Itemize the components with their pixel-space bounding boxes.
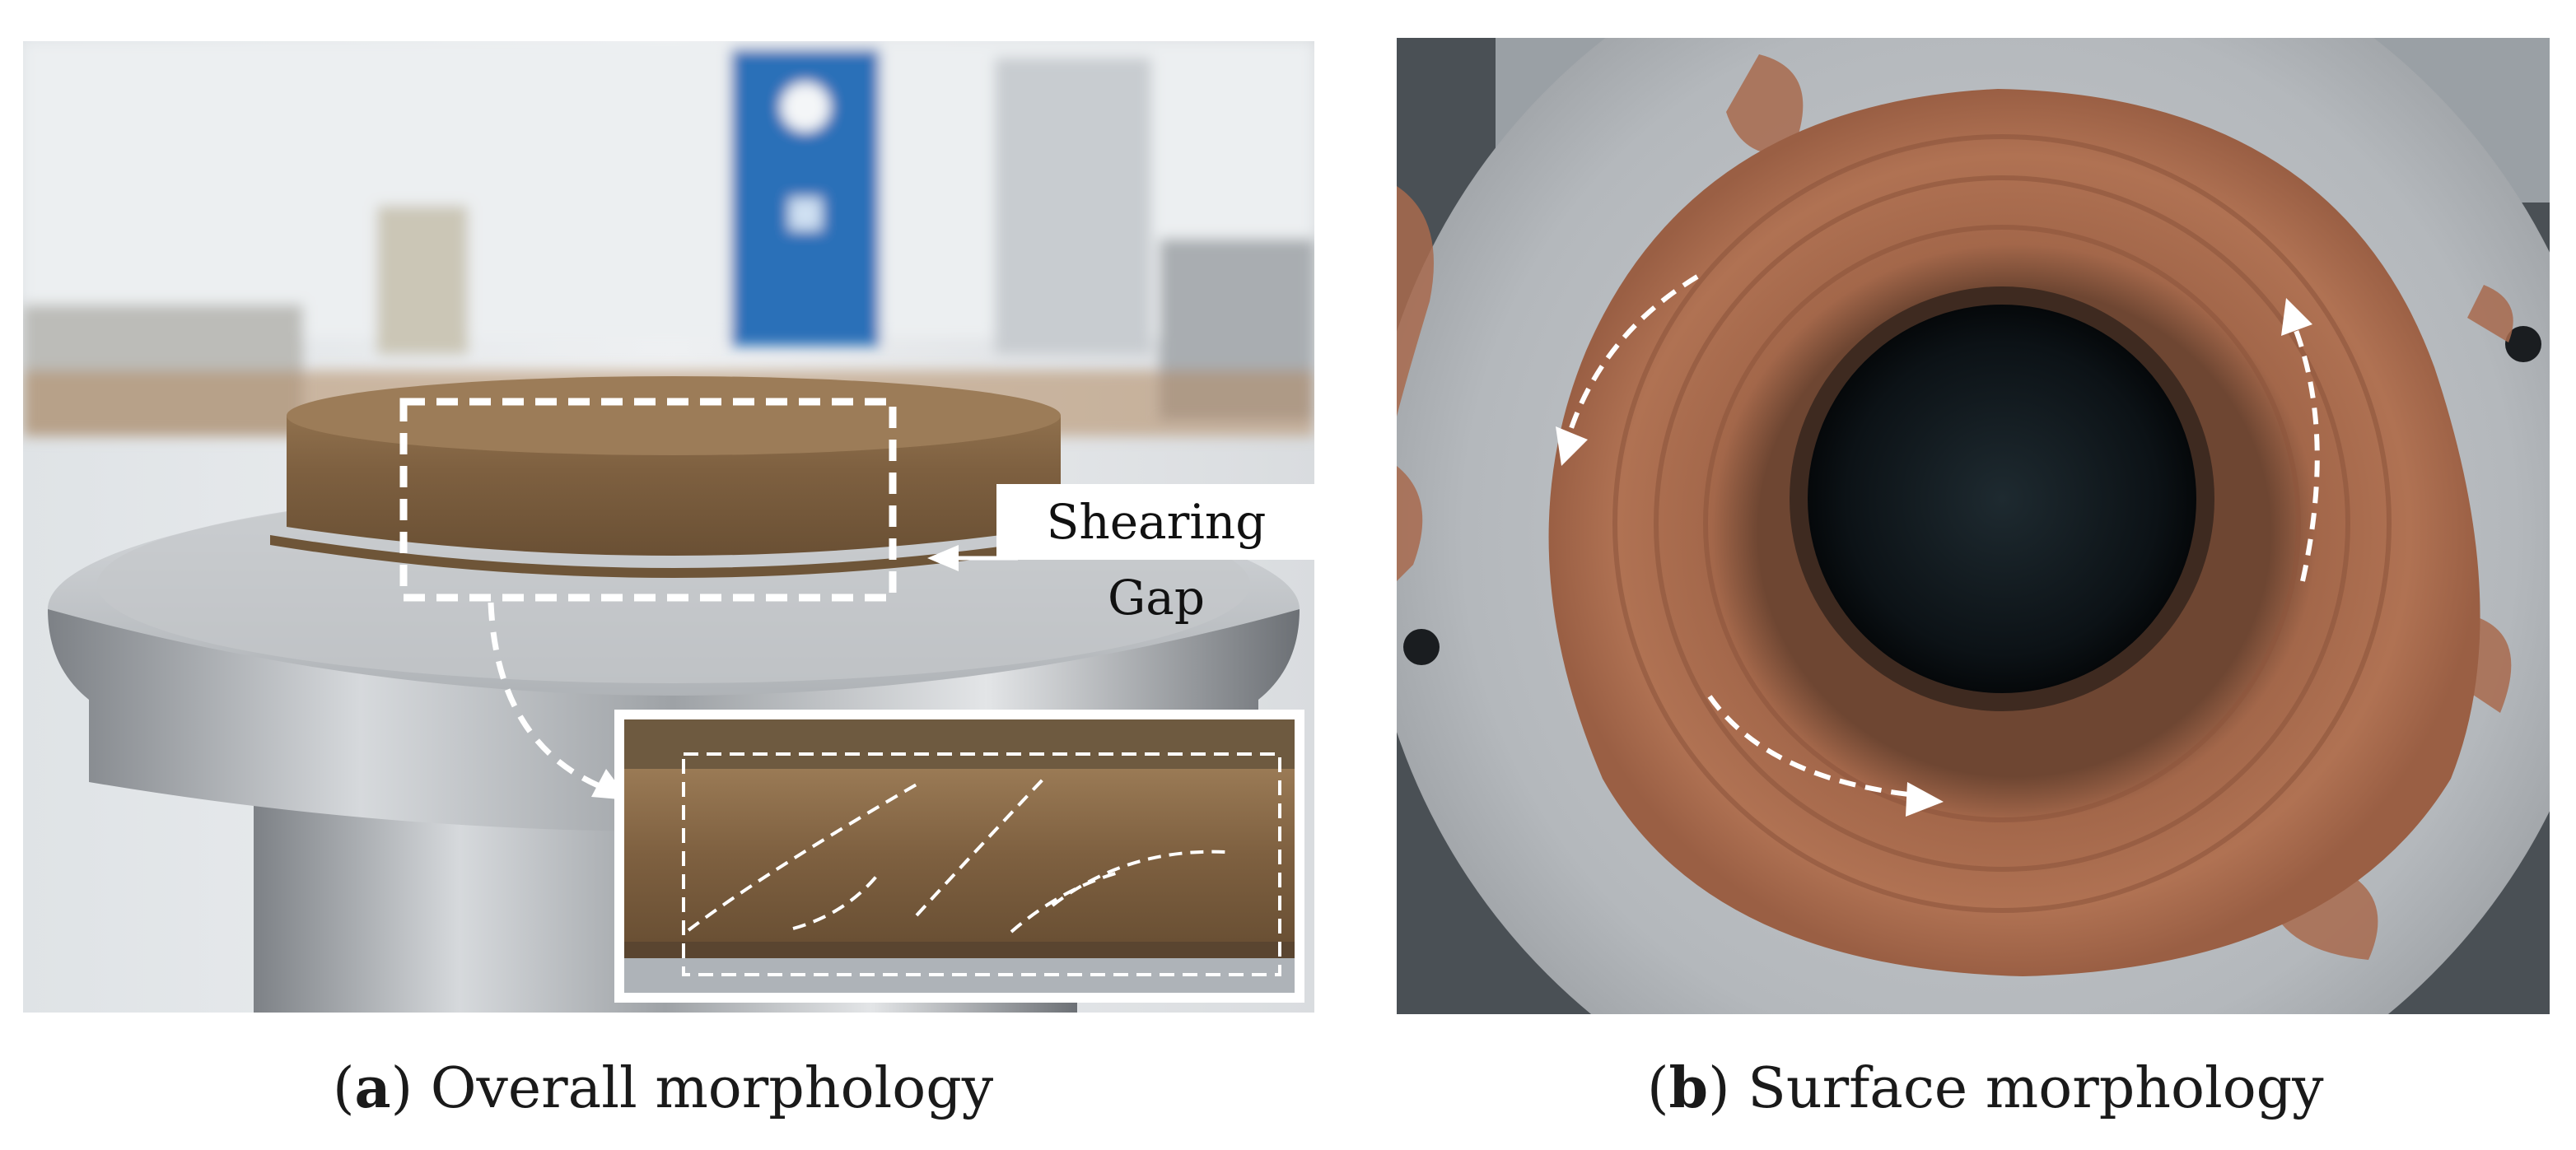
- caption-b-letter: b: [1668, 1055, 1709, 1121]
- gap-arrow-head: [927, 545, 959, 571]
- lab-background: [23, 41, 1314, 436]
- caption-b-text: Surface morphology: [1748, 1056, 2324, 1121]
- overall-morphology-photo: [23, 41, 1314, 1013]
- panel-b-photo: [1397, 38, 2550, 1014]
- surface-morphology-photo: [1397, 38, 2550, 1014]
- panel-a-photo: [23, 41, 1314, 1013]
- caption-a-letter: a: [354, 1055, 391, 1121]
- caption-a: (a) Overall morphology: [333, 1055, 994, 1121]
- roi-box: [399, 398, 897, 602]
- rotation-arrows: [1567, 274, 2320, 798]
- zoom-arrow: [488, 602, 601, 789]
- crack-lines: [687, 776, 1226, 934]
- arrow-head-right: [2281, 298, 2312, 336]
- arrow-head-left: [1556, 426, 1588, 466]
- ring-grooves: [1612, 134, 2392, 913]
- bolt-hole-right: [2505, 326, 2541, 362]
- center-hole: [1808, 305, 2196, 693]
- arrow-head-bottom: [1906, 782, 1944, 817]
- bolt-hole-left: [1403, 629, 1440, 665]
- caption-b: (b) Surface morphology: [1647, 1055, 2324, 1121]
- inset-zoom: [614, 710, 1304, 1003]
- caption-a-text: Overall morphology: [430, 1056, 994, 1121]
- shearing-gap-label: Shearing Gap: [996, 484, 1316, 626]
- soil-specimen: [270, 376, 1077, 578]
